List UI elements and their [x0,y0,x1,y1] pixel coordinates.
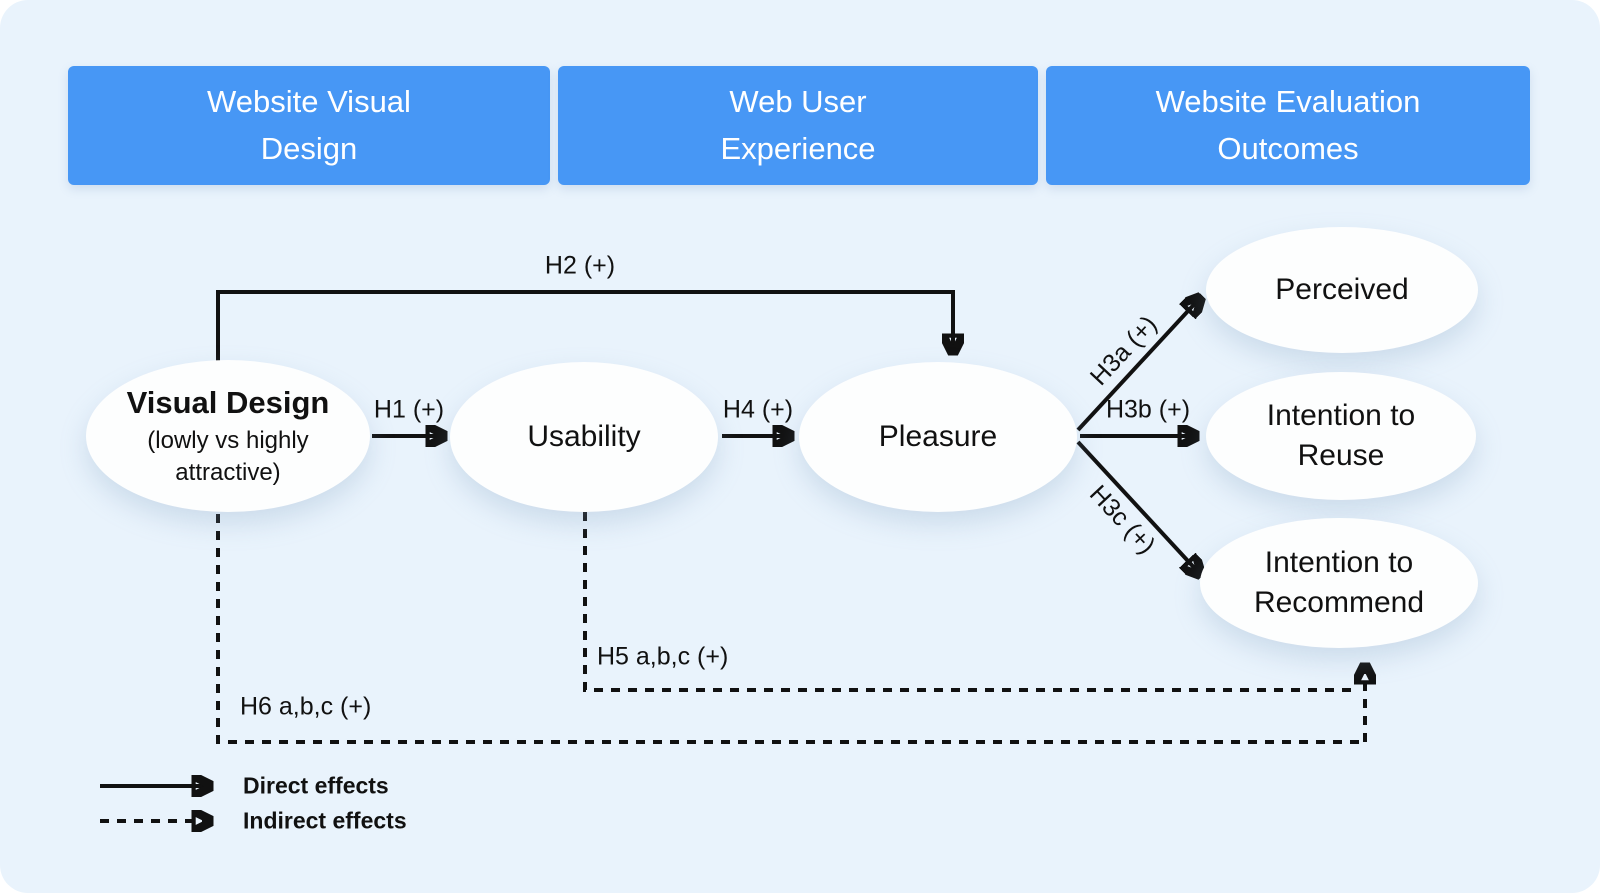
edge-label-h3a: H3a (+) [1084,310,1163,391]
edge-label-h5: H5 a,b,c (+) [597,642,729,671]
node-pleasure-label: Pleasure [878,419,998,453]
node-intention-to-recommend-label: Intention to Recommend [1253,545,1425,620]
edge-label-h2: H2 (+) [544,251,616,280]
header-website-visual-design: Website Visual Design [68,66,550,185]
node-visual-design-subtitle: (lowly vs highly attractive) [147,427,309,486]
h6-dashed-line [216,514,1365,744]
edge-label-h6: H6 a,b,c (+) [240,692,372,721]
edge-label-h1: H1 (+) [373,395,445,424]
node-pleasure: Pleasure [799,362,1077,512]
h2-arrow [216,290,953,362]
header-website-evaluation-outcomes: Website Evaluation Outcomes [1046,66,1530,185]
node-perceived: Perceived [1206,227,1478,353]
node-visual-design: Visual Design (lowly vs highly attractiv… [86,360,370,512]
node-usability-label: Usability [527,419,641,453]
header-web-user-experience: Web User Experience [558,66,1038,185]
legend-direct-effects-label: Direct effects [243,772,389,799]
node-usability: Usability [450,362,718,512]
edge-label-h3c: H3c (+) [1083,479,1161,560]
node-visual-design-title: Visual Design [126,385,330,421]
node-intention-to-reuse-label: Intention to Reuse [1266,398,1416,473]
node-intention-to-reuse: Intention to Reuse [1206,372,1476,500]
node-intention-to-recommend: Intention to Recommend [1200,518,1478,648]
edge-label-h3b: H3b (+) [1105,395,1191,424]
legend-indirect-effects-label: Indirect effects [243,807,407,834]
edge-label-h4: H4 (+) [722,395,794,424]
node-perceived-label: Perceived [1275,272,1409,306]
